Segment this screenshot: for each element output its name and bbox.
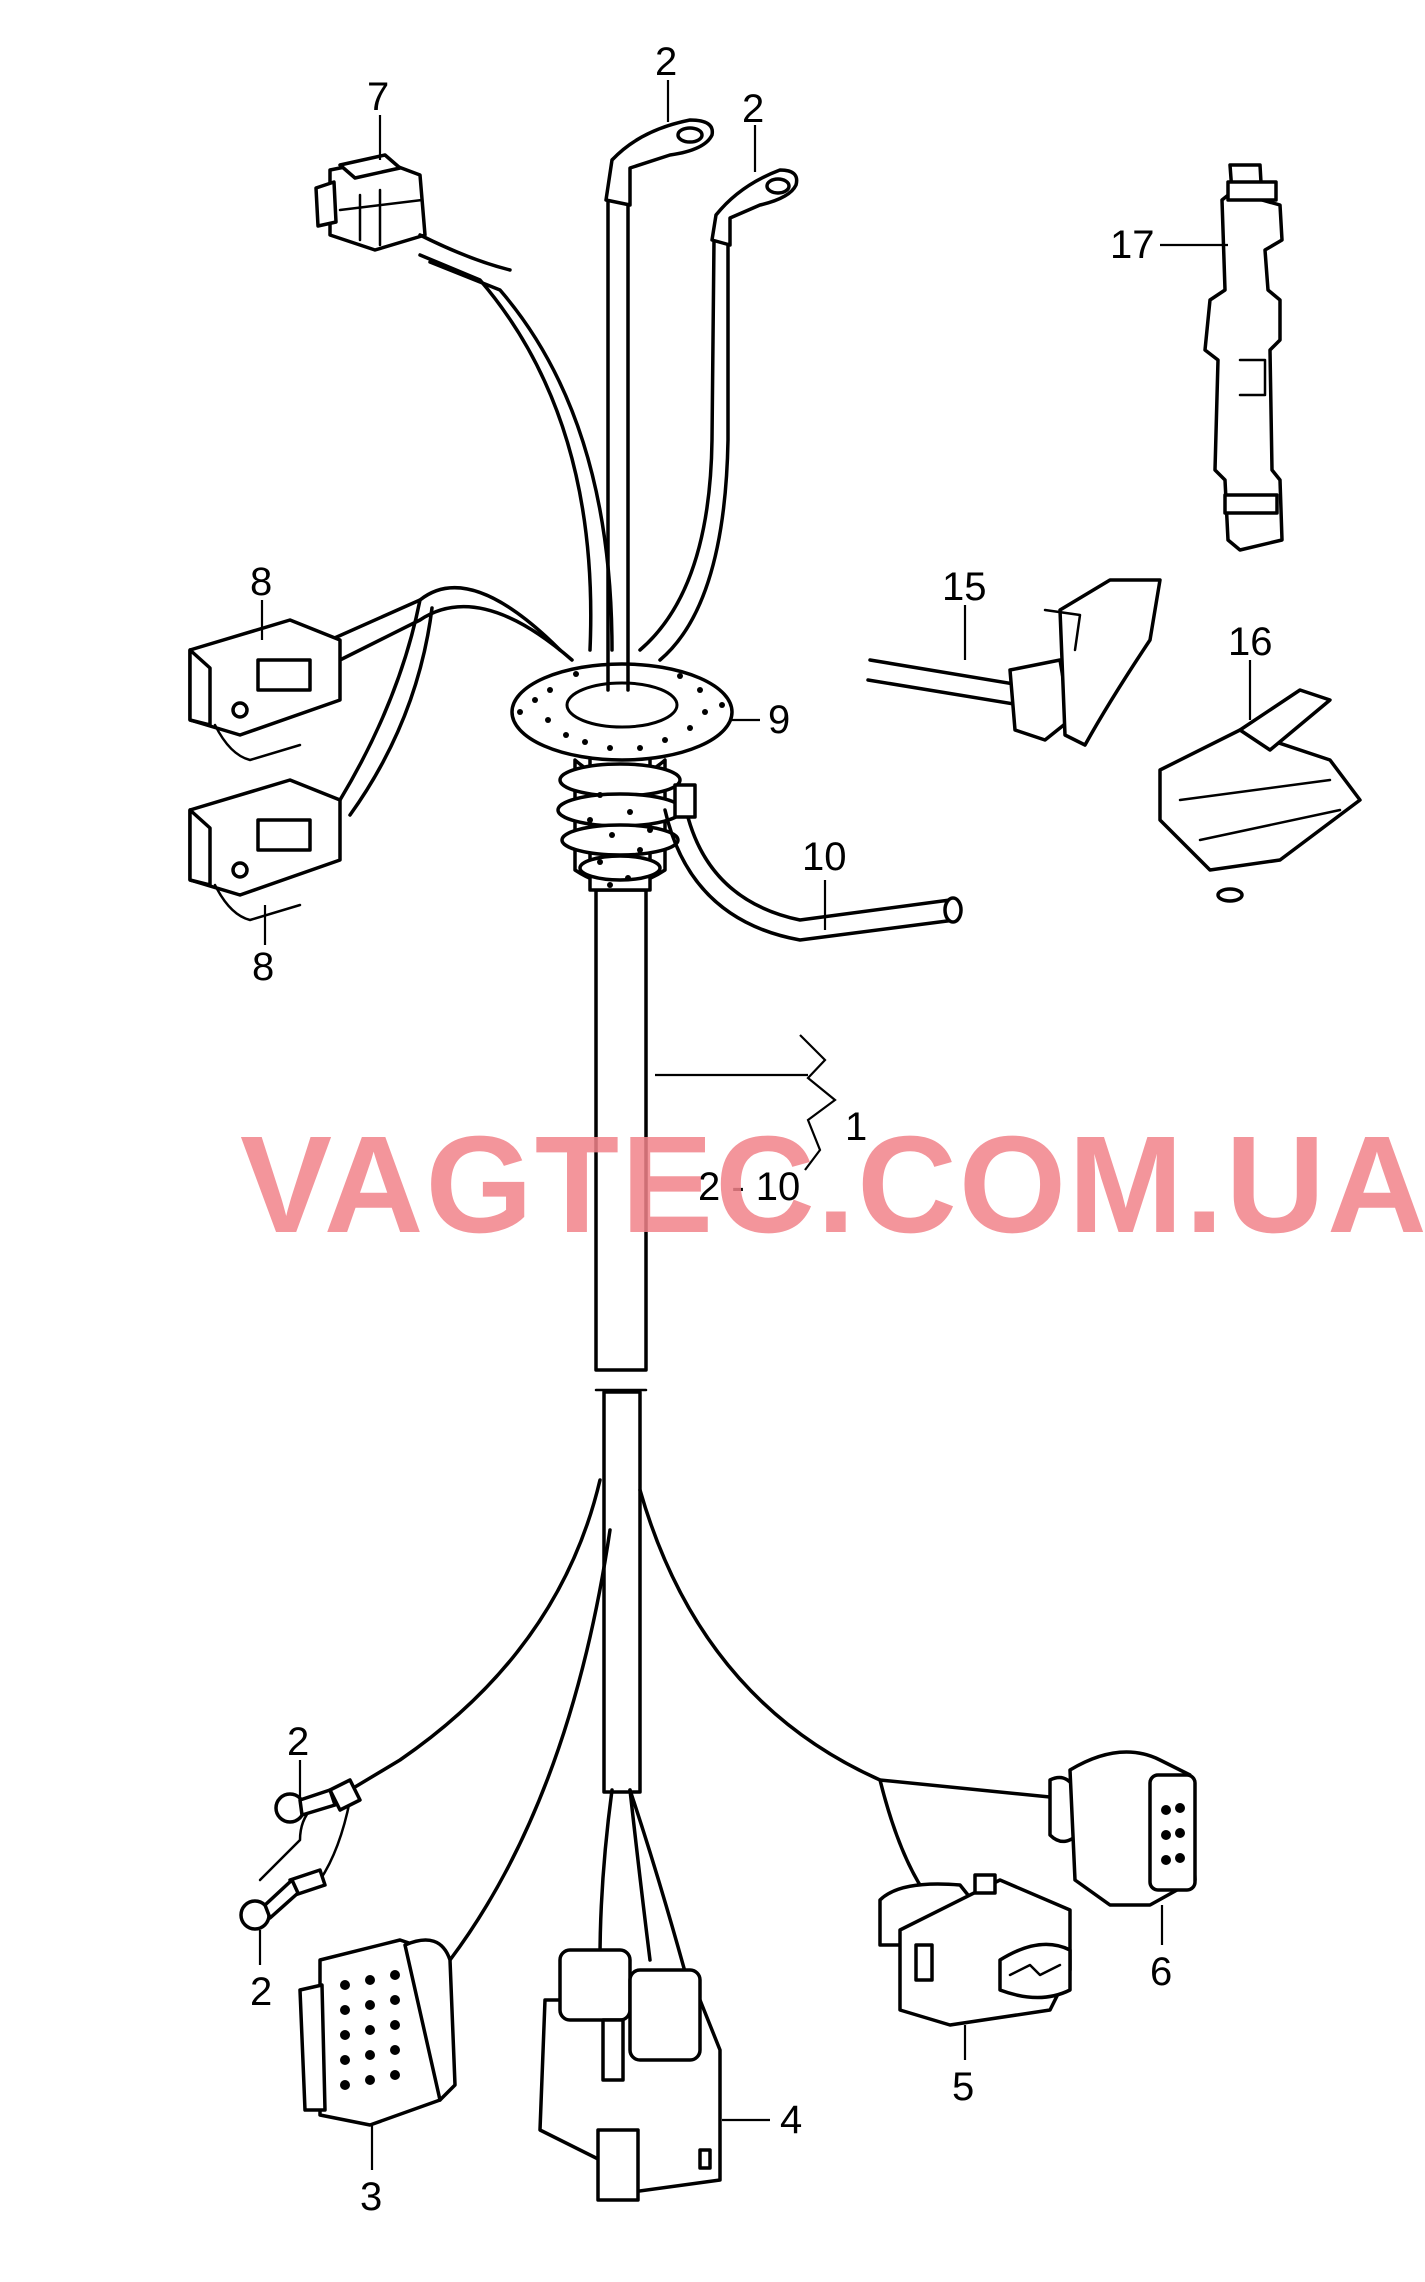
callout-1: 1 — [845, 1105, 867, 1149]
callout-2-top-a: 2 — [655, 40, 677, 84]
connector-8-top-icon — [188, 618, 342, 762]
connector-3-icon — [298, 1938, 457, 2127]
callout-2-top-b: 2 — [742, 87, 764, 131]
callout-3: 3 — [360, 2175, 382, 2219]
callout-15: 15 — [942, 565, 987, 609]
connector-8-bottom-icon — [188, 778, 342, 922]
clip-16-icon — [1158, 688, 1362, 903]
callout-2-left-b: 2 — [250, 1970, 272, 2014]
callout-9: 9 — [768, 698, 790, 742]
main-harness-trunk — [594, 888, 648, 1794]
callout-5: 5 — [952, 2065, 974, 2109]
cable-10 — [663, 783, 963, 942]
callout-4: 4 — [780, 2098, 802, 2142]
bracket-17-icon — [1203, 163, 1284, 552]
connector-7-icon — [314, 153, 512, 272]
leader-lines — [258, 80, 1252, 2170]
connector-5-icon — [878, 1873, 1072, 2027]
ring-terminal-icon — [604, 118, 799, 247]
callout-labels: 7 2 2 17 8 15 16 9 10 8 1 2 - 10 2 2 3 4… — [250, 40, 1273, 2219]
callout-6: 6 — [1150, 1950, 1172, 1994]
callout-10: 10 — [802, 835, 847, 879]
callout-7: 7 — [367, 75, 389, 119]
callout-1-range: 2 - 10 — [698, 1165, 800, 1209]
connector-4-icon — [538, 1948, 722, 2202]
grommet-icon — [510, 662, 734, 892]
clip-15-icon — [866, 578, 1162, 747]
callout-16: 16 — [1228, 620, 1273, 664]
callout-8-top: 8 — [250, 560, 272, 604]
watermark-text: VAGTEC.COM.UA — [240, 1108, 1425, 1262]
lower-branches — [258, 1478, 1082, 1992]
connector-6-icon — [1048, 1750, 1197, 1907]
callout-8-bottom: 8 — [252, 945, 274, 989]
upper-wires — [328, 198, 730, 817]
callout-17: 17 — [1110, 223, 1155, 267]
callout-2-left-a: 2 — [287, 1720, 309, 1764]
ring-terminal-left-icon — [239, 1778, 362, 1931]
